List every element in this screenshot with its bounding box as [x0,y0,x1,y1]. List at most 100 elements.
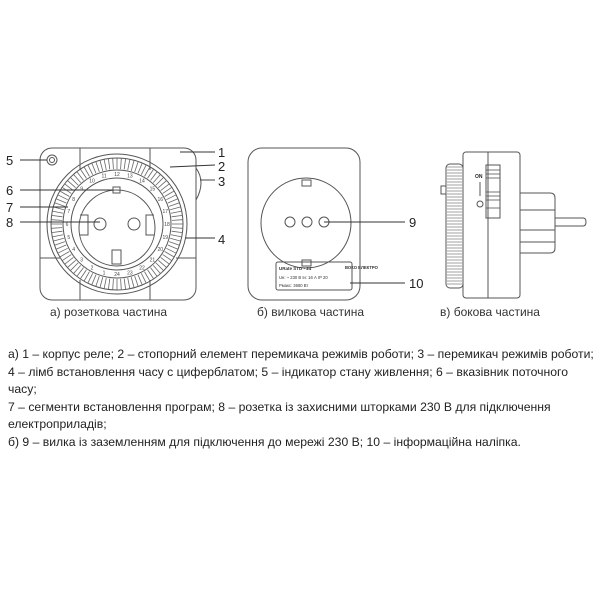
program-segment[interactable] [130,160,135,171]
program-segment[interactable] [57,194,68,201]
program-segment[interactable] [61,254,72,262]
program-segment[interactable] [147,168,155,179]
program-segment[interactable] [52,210,64,214]
program-segment[interactable] [54,241,66,246]
program-segment[interactable] [103,159,107,171]
program-segment[interactable] [79,269,87,280]
program-segment[interactable] [164,251,175,258]
program-segment[interactable] [170,234,182,238]
callout-6: 6 [6,183,13,198]
program-segment[interactable] [171,227,183,229]
program-segment[interactable] [73,265,82,274]
program-segment[interactable] [51,227,63,229]
program-segment[interactable] [134,275,139,287]
program-segment[interactable] [54,202,66,207]
program-segment[interactable] [170,210,182,214]
program-segment[interactable] [162,186,173,194]
program-segment[interactable] [103,277,107,289]
program-segment[interactable] [51,214,63,218]
program-segment[interactable] [120,158,122,170]
program-segment[interactable] [140,273,147,284]
program-segment[interactable] [87,164,94,175]
program-segment[interactable] [76,267,84,277]
program-segment[interactable] [162,254,173,262]
program-segment[interactable] [127,159,131,171]
program-segment[interactable] [120,278,122,290]
program-segment[interactable] [51,219,63,221]
program-segment[interactable] [167,244,179,250]
program-segment[interactable] [137,162,143,174]
program-segment[interactable] [164,190,175,197]
program-segment[interactable] [99,160,104,171]
program-segment[interactable] [91,162,97,174]
power-indicator [46,154,58,166]
program-segment[interactable] [150,171,158,181]
program-segment[interactable] [91,274,97,286]
program-segment[interactable] [53,237,64,242]
dial-hour: 1 [103,270,106,276]
program-segment[interactable] [130,277,135,288]
program-segment[interactable] [55,244,67,250]
program-segment[interactable] [137,274,143,286]
callout-8: 8 [6,215,13,230]
program-segment[interactable] [123,158,127,170]
program-segment[interactable] [150,267,158,277]
program-segment[interactable] [64,183,74,191]
program-segment[interactable] [95,161,100,173]
program-segment[interactable] [64,257,74,265]
program-segment[interactable] [112,278,114,290]
program-segment[interactable] [158,259,167,268]
program-segment[interactable] [73,174,82,183]
program-segment[interactable] [152,265,161,274]
dial-hour: 6 [66,222,69,228]
program-segment[interactable] [144,271,151,282]
program-segment[interactable] [55,198,67,204]
program-segment[interactable] [158,180,167,189]
program-segment[interactable] [107,278,111,290]
program-segment[interactable] [87,273,94,284]
program-segment[interactable] [70,177,79,186]
program-segment[interactable] [167,198,179,204]
program-segment[interactable] [168,202,180,207]
program-segment[interactable] [170,206,181,211]
program-segment[interactable] [83,271,90,282]
program-segment[interactable] [171,219,183,221]
program-segment[interactable] [51,230,63,234]
program-segment[interactable] [70,262,79,271]
program-segment[interactable] [166,247,177,254]
program-segment[interactable] [140,164,147,175]
program-segment[interactable] [160,257,170,265]
program-segment[interactable] [95,275,100,287]
program-segment[interactable] [123,278,127,290]
program-segment[interactable] [83,166,90,177]
program-segment[interactable] [107,158,111,170]
program-segment[interactable] [99,277,104,288]
program-segment[interactable] [155,177,164,186]
program-segment[interactable] [168,241,180,246]
program-segment[interactable] [67,180,76,189]
mode-switch-side [485,164,501,219]
program-segment[interactable] [144,166,151,177]
program-segment[interactable] [171,230,183,234]
program-segment[interactable] [134,161,139,173]
program-segment[interactable] [59,251,70,258]
program-segment[interactable] [170,237,181,242]
program-segment[interactable] [127,277,131,289]
program-segment[interactable] [79,168,87,179]
dial-hour: 11 [101,174,106,180]
program-segment[interactable] [76,171,84,181]
program-segment[interactable] [152,174,161,183]
plug-pin [555,217,587,227]
program-segment[interactable] [147,269,155,280]
program-segment[interactable] [166,194,177,201]
program-segment[interactable] [160,183,170,191]
program-segment[interactable] [67,259,76,268]
program-segment[interactable] [171,214,183,218]
program-segment[interactable] [155,262,164,271]
program-segment[interactable] [59,190,70,197]
callout-5: 5 [6,153,13,168]
program-segment[interactable] [52,234,64,238]
program-segment[interactable] [57,247,68,254]
program-segment[interactable] [112,158,114,170]
